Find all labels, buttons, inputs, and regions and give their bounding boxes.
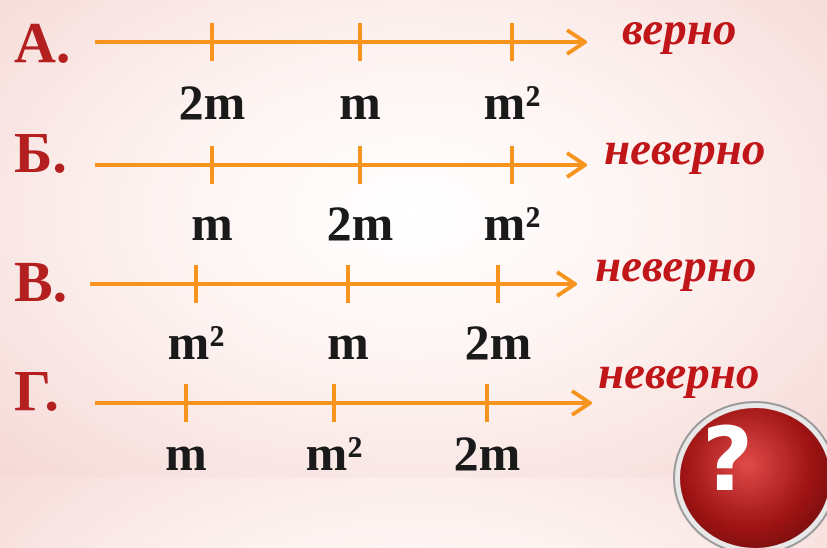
tick-label-a-3: m² xyxy=(483,74,541,130)
row-label-a: А. xyxy=(14,10,71,75)
row-label-c: В. xyxy=(14,249,68,314)
nav-button-glyph: ? xyxy=(702,408,754,511)
tick-label-d-3: 2m xyxy=(453,425,521,481)
answer-d: неверно xyxy=(598,347,760,399)
answer-b: неверно xyxy=(604,123,766,175)
tick-label-b-3: m² xyxy=(483,195,541,251)
row-label-d: Г. xyxy=(14,358,59,423)
tick-label-d-1: m xyxy=(165,425,207,481)
tick-label-c-1: m² xyxy=(167,314,225,370)
tick-label-c-2: m xyxy=(327,314,369,370)
back-arrow-icon[interactable]: ? xyxy=(680,408,827,548)
tick-label-b-1: m xyxy=(191,195,233,251)
row-label-b: Б. xyxy=(14,120,67,185)
tick-label-d-2: m² xyxy=(305,425,363,481)
tick-label-c-3: 2m xyxy=(464,314,532,370)
tick-label-a-2: m xyxy=(339,74,381,130)
tick-label-b-2: 2m xyxy=(326,195,394,251)
axis-arrow-3 xyxy=(555,270,577,298)
axis-arrow-1 xyxy=(565,28,587,56)
answer-c: неверно xyxy=(595,240,757,292)
axis-arrow-4 xyxy=(570,389,592,417)
axis-arrow-2 xyxy=(565,151,587,179)
answer-a: верно xyxy=(622,3,737,55)
tick-label-a-1: 2m xyxy=(178,74,246,130)
number-lines xyxy=(90,23,592,422)
